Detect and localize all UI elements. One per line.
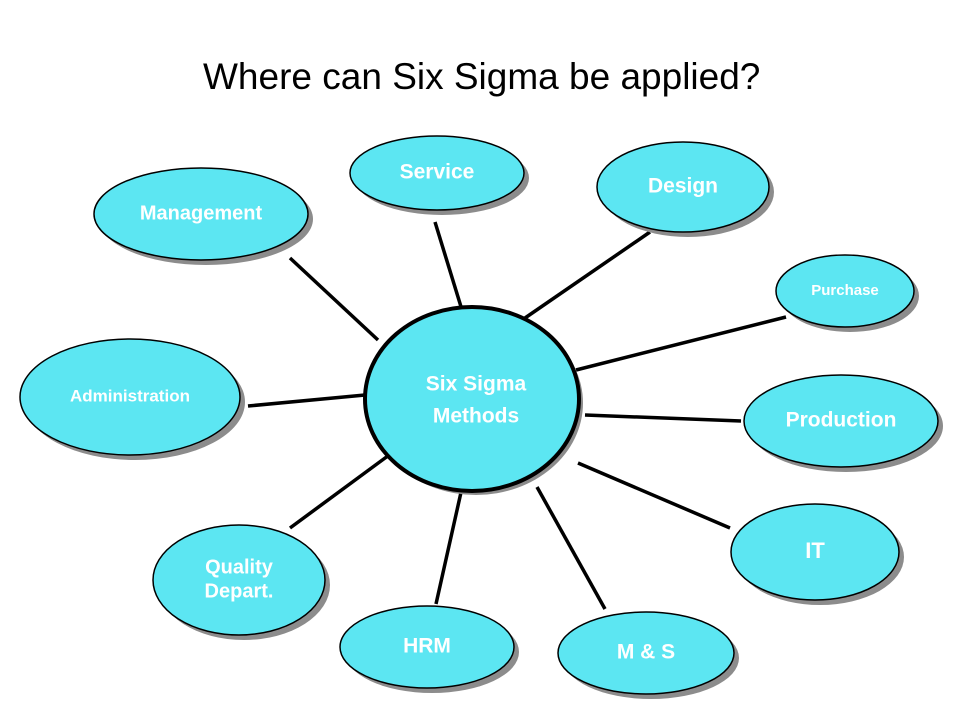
connector-design: [524, 230, 651, 320]
node-management: Management: [93, 167, 313, 265]
node-it-shape: [730, 503, 900, 601]
node-quality-depart-label-line-1: Quality: [205, 556, 274, 578]
node-production-shape: [743, 374, 939, 468]
connector-service: [433, 221, 464, 311]
node-service: Service: [349, 135, 529, 215]
node-hrm-shape: [339, 605, 515, 689]
node-it-label: IT: [805, 538, 825, 563]
node-design-shape: [596, 141, 770, 233]
node-m-and-s: M & S: [557, 611, 739, 699]
node-m-and-s-label: M & S: [617, 641, 675, 664]
connector-production: [584, 413, 742, 423]
node-design-label: Design: [648, 175, 718, 198]
node-service-label: Service: [400, 161, 475, 184]
node-quality-depart-label-line-2: Depart.: [205, 580, 274, 602]
connector-m-and-s: [535, 486, 607, 610]
connector-purchase: [575, 315, 787, 372]
center-node-shape: [363, 305, 581, 493]
node-administration-shape: [19, 338, 241, 456]
node-design: Design: [596, 141, 774, 237]
node-administration: Administration: [19, 338, 245, 460]
connector-management: [288, 256, 380, 342]
node-management-label: Management: [140, 202, 263, 224]
connector-administration: [247, 393, 366, 408]
node-administration-label: Administration: [70, 386, 190, 405]
slide-title: Where can Six Sigma be applied?: [203, 56, 761, 97]
node-purchase-label: Purchase: [811, 282, 879, 299]
connectors: [247, 221, 787, 610]
node-m-and-s-shape: [557, 611, 735, 695]
connector-quality-depart: [288, 445, 402, 530]
node-purchase: Purchase: [775, 254, 919, 332]
center-node: Six Sigma Methods: [363, 305, 583, 495]
node-hrm: HRM: [339, 605, 519, 693]
node-purchase-shape: [775, 254, 915, 328]
center-node-label-line-1: Six Sigma: [426, 373, 527, 396]
node-it: IT: [730, 503, 904, 605]
node-production-label: Production: [786, 409, 897, 432]
node-management-shape: [93, 167, 309, 261]
node-service-shape: [349, 135, 525, 211]
node-production: Production: [743, 374, 943, 472]
connector-it: [577, 461, 731, 530]
node-hrm-label: HRM: [403, 635, 451, 658]
center-node-label-line-2: Methods: [433, 405, 519, 428]
node-quality-depart-shape: [152, 524, 326, 636]
nodes: Management ServiceDesignPurchaseAdministr…: [19, 135, 943, 699]
